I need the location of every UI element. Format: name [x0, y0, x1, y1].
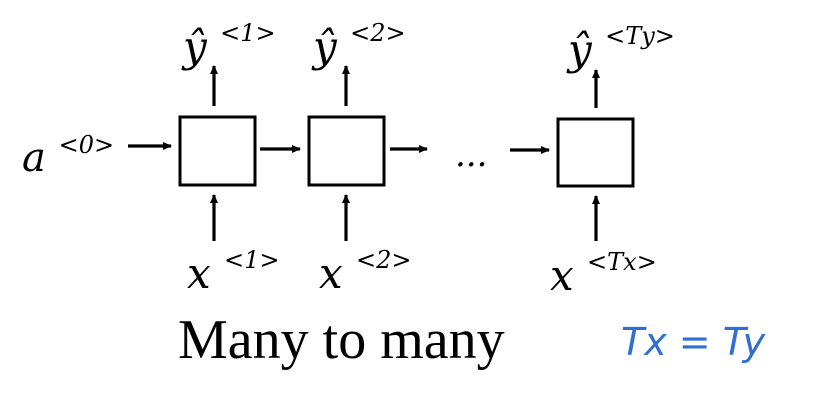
- handwritten-note: Tx = Ty: [621, 320, 766, 364]
- output-2-base: ŷ: [311, 22, 338, 71]
- diagram-title: Many to many: [178, 309, 505, 371]
- rnn-cell-2: [307, 115, 386, 187]
- input-label-2: x <2>: [319, 246, 412, 298]
- initial-activation-label: a <0>: [22, 131, 114, 181]
- output-3-sup: <Ty>: [605, 22, 675, 50]
- input-3-base: x: [550, 251, 574, 300]
- output-1-sup: <1>: [220, 19, 276, 47]
- output-1-base: ŷ: [181, 22, 208, 71]
- input-2-base: x: [319, 249, 343, 298]
- input-3-sup: <Tx>: [587, 248, 657, 276]
- input-1-base: x: [187, 249, 211, 298]
- rnn-cell-1: [178, 115, 257, 187]
- input-1-sup: <1>: [224, 246, 280, 274]
- output-2-sup: <2>: [350, 19, 406, 47]
- input-label-1: x <1>: [187, 246, 280, 298]
- ellipsis: ...: [455, 135, 487, 175]
- initial-activation-sup: <0>: [59, 131, 115, 159]
- input-2-sup: <2>: [356, 246, 412, 274]
- output-label-1: ŷ <1>: [181, 19, 276, 71]
- output-label-2: ŷ <2>: [311, 19, 406, 71]
- initial-activation-base: a: [22, 135, 46, 181]
- output-label-3: ŷ <Ty>: [566, 22, 675, 74]
- input-label-3: x <Tx>: [550, 248, 657, 300]
- rnn-cell-3: [556, 117, 635, 188]
- output-3-base: ŷ: [566, 25, 593, 74]
